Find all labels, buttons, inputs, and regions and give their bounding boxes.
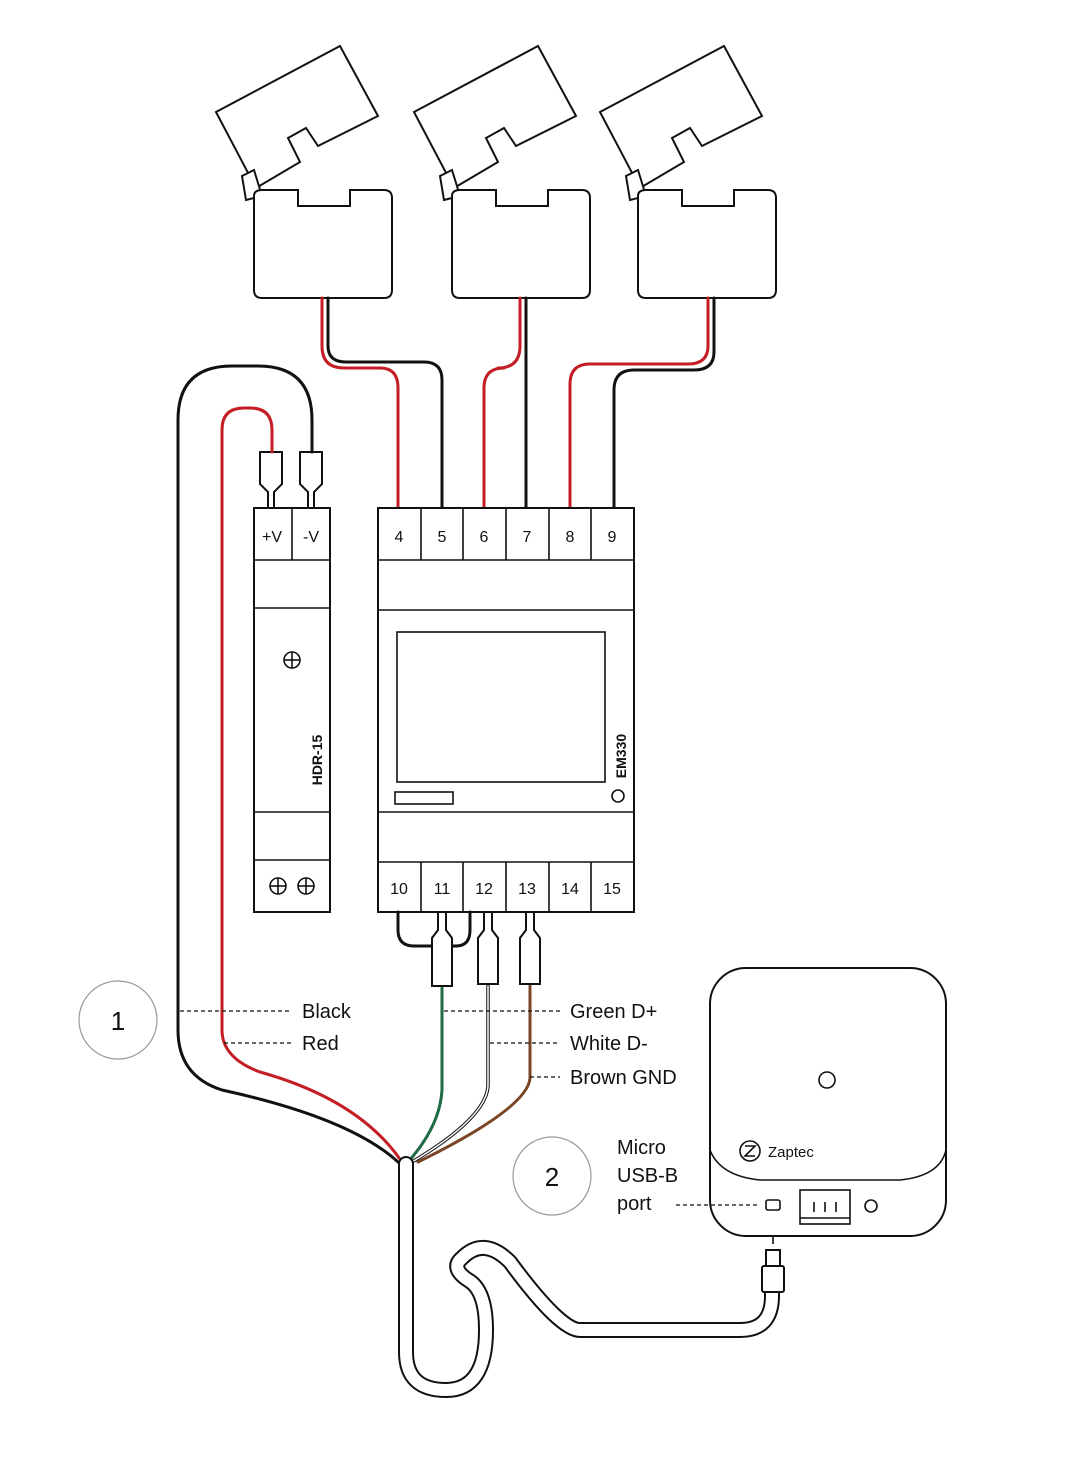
label-black: Black <box>302 1001 352 1023</box>
black-power-wire <box>176 364 400 1164</box>
ct-1-clamp-jaw <box>214 44 380 190</box>
brown-gnd-wire <box>416 984 532 1164</box>
terminal-14: 14 <box>561 881 579 898</box>
terminal-13: 13 <box>518 881 536 898</box>
terminal-12: 12 <box>475 881 493 898</box>
leader-lines <box>180 1010 760 1206</box>
ct-1-red-wire <box>320 296 400 510</box>
ferrule-plus <box>259 451 283 509</box>
psu-screw-terminal-icon-2 <box>297 877 315 895</box>
meter-led-icon <box>611 789 625 803</box>
ct-3-body <box>637 189 777 299</box>
terminal-6: 6 <box>480 529 489 546</box>
psu-body <box>253 507 331 913</box>
ferrule-minus <box>299 451 323 509</box>
step-marker-2: 2 <box>512 1136 592 1216</box>
zaptec-screw-icon <box>864 1199 878 1213</box>
label-brown: Brown GND <box>570 1067 677 1089</box>
step-marker-2-label: 2 <box>545 1162 559 1192</box>
ct-wires <box>320 296 716 510</box>
power-supply-hdr15: +V -V HDR-15 <box>253 507 331 913</box>
zaptec-base-line <box>709 1149 947 1181</box>
label-green: Green D+ <box>570 1001 657 1023</box>
psu-adjust-screw-icon <box>283 651 301 669</box>
ct-3-black-wire <box>612 296 716 510</box>
ct-1-body <box>253 189 393 299</box>
meter-label-slot <box>394 791 454 805</box>
terminal-15: 15 <box>603 881 621 898</box>
rs485-wires <box>396 910 532 1164</box>
meter-display <box>396 631 606 783</box>
zaptec-charger: Zaptec <box>709 967 947 1237</box>
micro-usb-port <box>765 1199 781 1211</box>
usb-plug-tip <box>765 1249 781 1267</box>
port-label-line-3: port <box>617 1193 652 1215</box>
terminal-10: 10 <box>390 881 408 898</box>
ct-3-clamp-jaw <box>598 44 764 190</box>
meter-terminal-dividers <box>420 508 592 912</box>
step-marker-1-label: 1 <box>111 1006 125 1036</box>
ct-2-red-wire <box>482 296 522 510</box>
red-power-wire <box>220 406 404 1164</box>
usb-plug-body <box>761 1265 785 1293</box>
ct-3-red-wire <box>568 296 710 510</box>
label-red: Red <box>302 1033 339 1055</box>
terminal-4: 4 <box>395 529 404 546</box>
ct-1-black-wire <box>326 296 444 510</box>
terminal-8: 8 <box>566 529 575 546</box>
psu-screw-terminal-icon-1 <box>269 877 287 895</box>
terminal-5: 5 <box>438 529 447 546</box>
ct-2-clamp-jaw <box>412 44 578 190</box>
meter-model-label: EM330 <box>613 734 629 779</box>
current-transformer-3 <box>598 44 777 299</box>
main-cable <box>398 1156 780 1398</box>
zaptec-led-icon <box>818 1071 836 1089</box>
meter-bottom-ferrules <box>431 911 541 987</box>
current-transformer-2 <box>412 44 591 299</box>
psu-ferrules <box>259 451 323 509</box>
white-data-wire-outline <box>410 984 490 1164</box>
step-marker-1: 1 <box>78 980 158 1060</box>
terminal-7: 7 <box>523 529 532 546</box>
ferrule-12 <box>477 911 499 985</box>
zaptec-connector <box>799 1189 851 1225</box>
zaptec-body <box>709 967 947 1237</box>
meter-body <box>377 507 635 913</box>
white-data-wire <box>411 985 489 1163</box>
ferrule-11 <box>431 911 453 987</box>
psu-plus-label: +V <box>262 529 282 546</box>
usb-plug <box>761 1212 785 1293</box>
port-label-line-1: Micro <box>617 1137 666 1159</box>
port-label-line-2: USB-B <box>617 1165 678 1187</box>
zaptec-brand-label: Zaptec <box>768 1144 814 1161</box>
terminal-9: 9 <box>608 529 617 546</box>
psu-model-label: HDR-15 <box>309 735 325 786</box>
energy-meter-em330: 4 5 6 7 8 9 EM330 10 11 12 13 14 15 <box>377 507 635 913</box>
terminal-11: 11 <box>434 881 451 898</box>
psu-wires <box>176 364 404 1164</box>
psu-minus-label: -V <box>303 529 319 546</box>
zaptec-logo-icon <box>739 1140 761 1162</box>
cable-jacket <box>400 1158 778 1396</box>
green-data-wire <box>406 984 444 1164</box>
ferrule-13 <box>519 911 541 985</box>
ct-2-body <box>451 189 591 299</box>
label-white: White D- <box>570 1033 648 1055</box>
current-transformer-1 <box>214 44 393 299</box>
